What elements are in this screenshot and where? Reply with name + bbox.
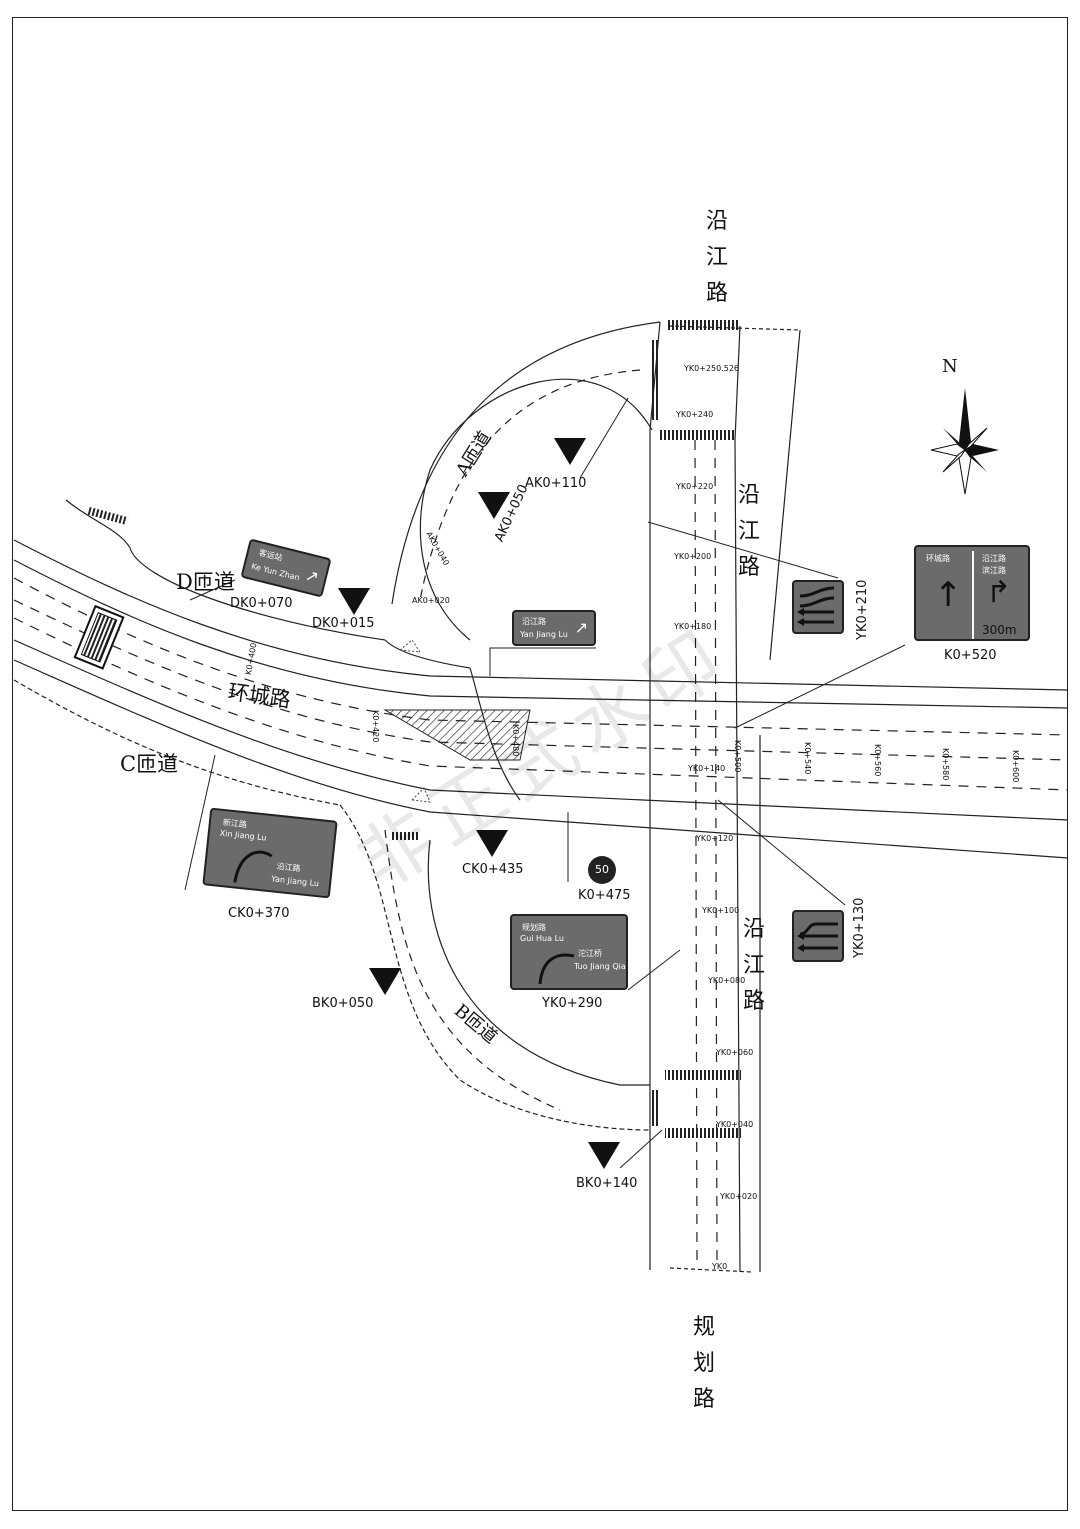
road-name-guihua: 规划路 (692, 1315, 715, 1412)
station-yk0-290: YK0+290 (542, 996, 603, 1011)
chainage-k0-500: K0+500 (733, 740, 742, 773)
chainage-yk0-250: YK0+250.526 (684, 364, 740, 373)
station-ck0-435: CK0+435 (462, 862, 524, 877)
arrow-up-right-icon: ↗ (574, 618, 588, 637)
chainage-k0-420: K0+420 (371, 710, 380, 743)
road-name-ramp-c: C匝道 (120, 752, 179, 776)
chainage-yk0-140: YK0+140 (688, 764, 726, 773)
guide-sign-k0-520: 环城路 沿江路 滨江路 ↑ ↱ 300m (914, 545, 1030, 641)
station-ck0-370: CK0+370 (228, 906, 290, 921)
yield-sign-dk0-015 (338, 588, 370, 615)
station-yk0-210: YK0+210 (855, 579, 870, 640)
station-yk0-130: YK0+130 (852, 897, 867, 958)
k0-520-sign-distance: 300m (982, 623, 1017, 637)
ramp-a-outer (391, 321, 661, 605)
chainage-yk0-080: YK0+080 (708, 976, 746, 985)
huancheng-center (13, 599, 1069, 761)
lane-split-icon (797, 922, 838, 952)
yk0-290-sign-top-cn: 规划路 (522, 923, 546, 932)
yk0-290-sign-bottom-cn: 沱江桥 (578, 949, 602, 958)
ramp-b-inner (427, 839, 650, 1086)
chainage-yk0-220: YK0+220 (676, 482, 714, 491)
station-k0-520: K0+520 (944, 648, 997, 663)
yield-sign-ak0-110 (554, 438, 586, 465)
drawing-frame (12, 17, 1068, 1511)
arrow-up-right-icon: ↗ (303, 565, 321, 587)
road-name-ramp-d: D匝道 (176, 570, 235, 594)
curve-arrow-icon (233, 850, 273, 883)
yanjiang-sign-en: Yan Jiang Lu (520, 630, 568, 639)
huancheng-north-edge (13, 539, 1069, 691)
guide-sign-yk0-290: 规划路 Gui Hua Lu 沱江桥 Tuo Jiang Qiao (510, 914, 628, 990)
chainage-yk0-180: YK0+180 (674, 622, 712, 631)
yk0-290-sign-top-en: Gui Hua Lu (520, 934, 564, 943)
station-dk0-070: DK0+070 (230, 596, 293, 611)
ramp-a-inner (419, 378, 653, 641)
compass-rose (930, 388, 999, 495)
chainage-yk0: YK0 (712, 1262, 728, 1271)
k0-520-sign-right-2: 滨江路 (982, 566, 1006, 575)
guide-sign-yanjiang: 沿江路 Yan Jiang Lu ↗ (512, 610, 596, 646)
chainage-k0-600: K0+600 (1011, 750, 1020, 783)
road-name-yanjiang-south: 沿江路 (742, 917, 765, 1014)
chainage-yk0-200: YK0+200 (674, 552, 712, 561)
road-name-yanjiang-north: 沿江路 (705, 209, 728, 306)
chainage-ak0-020: AK0+020 (412, 596, 450, 605)
arrow-turn-right-icon: ↱ (986, 575, 1012, 610)
d-ramp-sign-cn: 客运站 (257, 548, 284, 563)
station-ak0-110: AK0+110 (525, 476, 587, 491)
station-bk0-050: BK0+050 (312, 996, 374, 1011)
chainage-k0-560: K0+560 (873, 744, 882, 777)
station-bk0-140: BK0+140 (576, 1176, 638, 1191)
speed-limit-sign: 50 (588, 856, 616, 884)
ramp-c-b-outer (339, 804, 651, 1131)
curve-arrow-icon (538, 953, 575, 985)
guide-sign-ck0-370: 新江路 Xin Jiang Lu 沿江路 Yan Jiang Lu (202, 807, 338, 899)
huancheng-north-inner (13, 559, 1069, 709)
chainage-yk0-020: YK0+020 (720, 1192, 758, 1201)
yield-sign-ak0-050 (478, 492, 510, 519)
huancheng-south-edge (13, 659, 1069, 859)
k0-520-sign-left: 环城路 (926, 554, 950, 563)
chainage-yk0-060: YK0+060 (716, 1048, 754, 1057)
station-k0-475: K0+475 (578, 888, 631, 903)
yield-sign-bk0-050 (369, 968, 401, 995)
yield-sign-bk0-140 (588, 1142, 620, 1169)
huancheng-south-inner (13, 639, 1069, 821)
chainage-yk0-040: YK0+040 (716, 1120, 754, 1129)
chainage-k0-480: K0+480 (511, 724, 520, 757)
chainage-yk0-100: YK0+100 (702, 906, 740, 915)
lane-sign-yk0-210 (792, 580, 844, 634)
d-ramp-sign-en: Ke Yun Zhan (250, 561, 301, 583)
ramp-d (65, 499, 386, 641)
k0-520-sign-right-1: 沿江路 (982, 554, 1006, 563)
chainage-yk0-120: YK0+120 (696, 834, 734, 843)
yk0-290-sign-bottom-en: Tuo Jiang Qiao (574, 962, 628, 971)
lane-merge-icon (797, 586, 835, 626)
lane-sign-yk0-130 (792, 910, 844, 962)
compass-north-label: N (942, 356, 958, 377)
yield-sign-ck0-435 (476, 830, 508, 857)
yanjiang-sign-cn: 沿江路 (522, 617, 546, 626)
sign-divider (972, 551, 974, 639)
arrow-up-icon: ↑ (934, 575, 963, 615)
road-name-yanjiang-mid: 沿江路 (737, 483, 760, 580)
station-dk0-015: DK0+015 (312, 616, 375, 631)
chainage-k0-580: K0+580 (941, 748, 950, 781)
chainage-yk0-240: YK0+240 (676, 410, 714, 419)
yanjiang-west-edge (649, 321, 661, 1270)
chainage-k0-540: K0+540 (803, 742, 812, 775)
